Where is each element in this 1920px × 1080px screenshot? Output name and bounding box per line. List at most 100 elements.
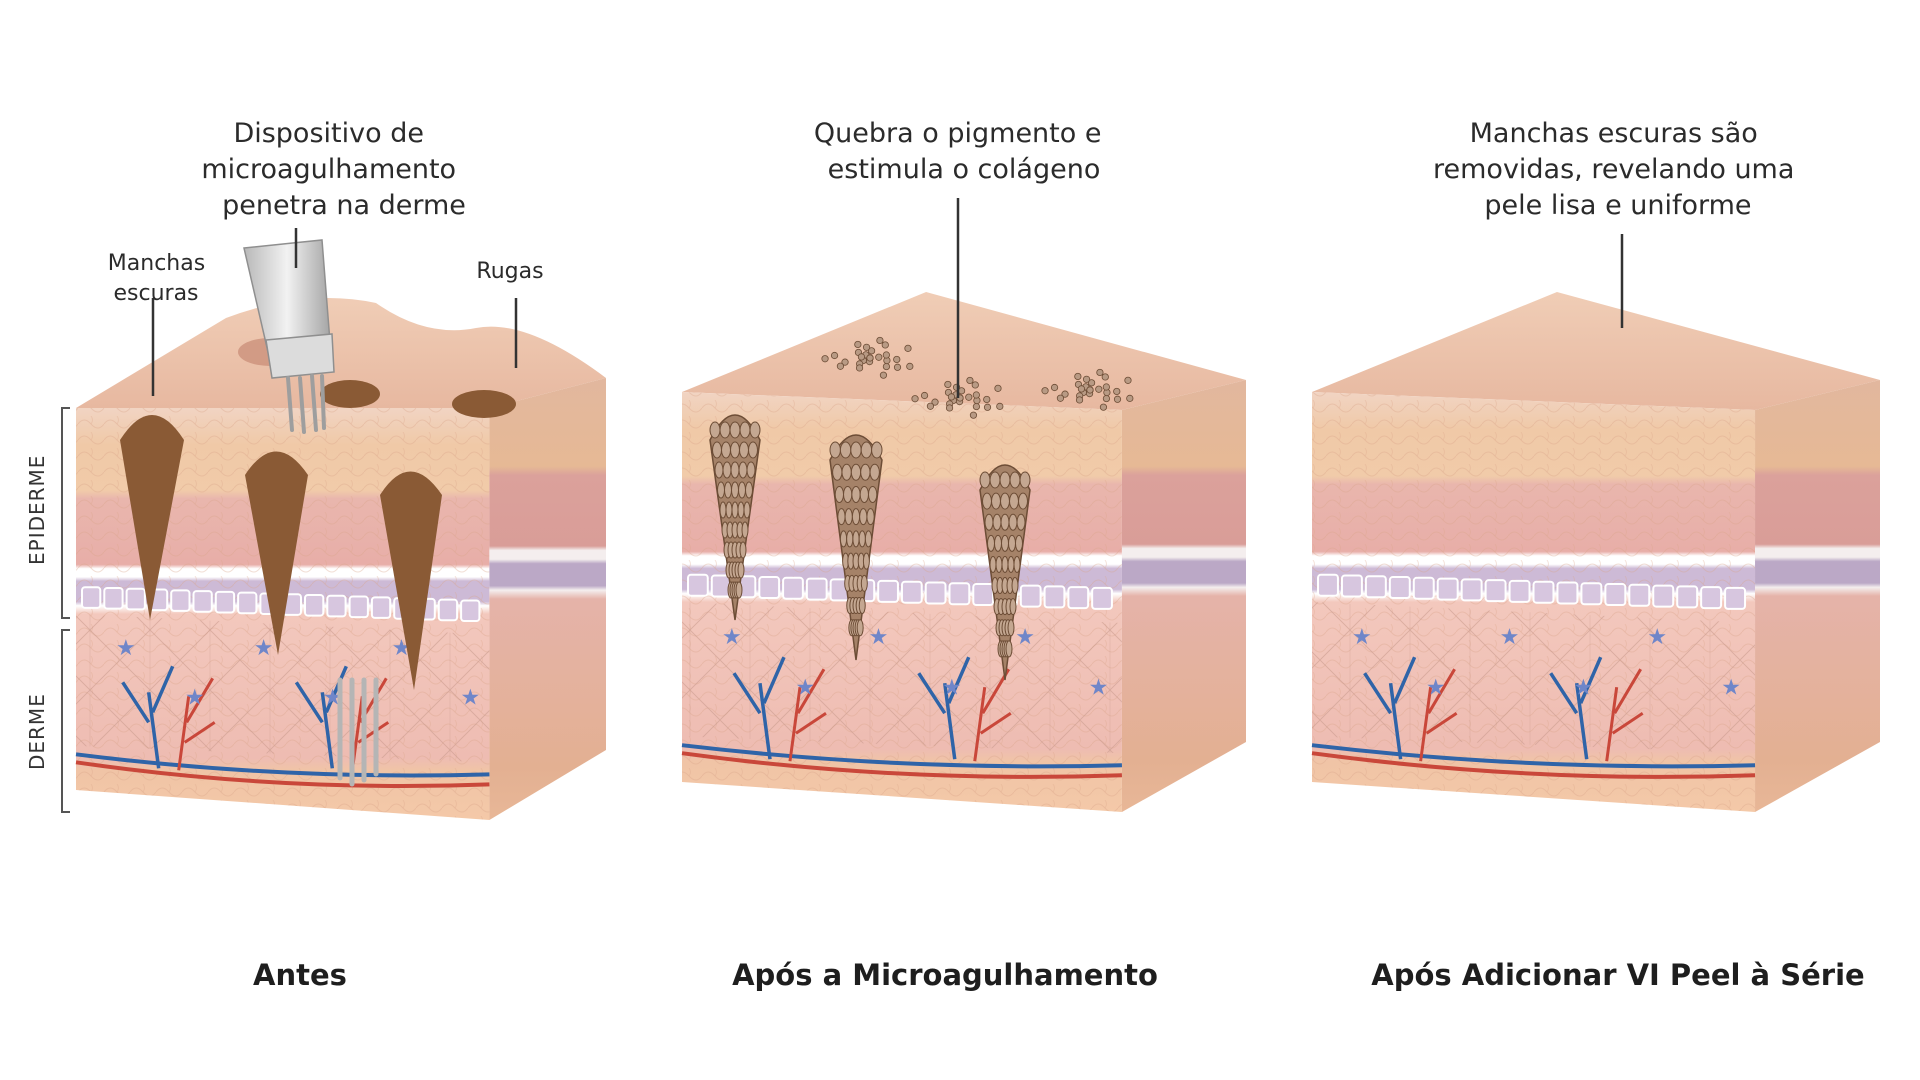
surface-pigment-fragment bbox=[841, 358, 849, 366]
artery-branch bbox=[1419, 668, 1458, 762]
vein-branch bbox=[732, 656, 786, 760]
pigment-fragment bbox=[738, 481, 746, 499]
surface-pigment-fragment bbox=[875, 353, 883, 361]
pigment-fragment bbox=[839, 530, 848, 548]
pigment-fragment bbox=[858, 597, 866, 615]
surface-pigment-fragment bbox=[983, 403, 992, 411]
basal-cell bbox=[1317, 573, 1339, 597]
basal-cell bbox=[1484, 579, 1507, 603]
pigment-fragment bbox=[730, 461, 740, 479]
basal-cell bbox=[948, 582, 971, 606]
basal-cell bbox=[192, 590, 213, 613]
skin-block-3: ★★★★★★ bbox=[1311, 292, 1880, 812]
artery-branch bbox=[1605, 668, 1644, 762]
pigment-fragment bbox=[846, 530, 854, 548]
surface-pigment-fragment bbox=[879, 371, 888, 379]
pigment-fragment bbox=[834, 485, 845, 503]
caption-after-vi-peel: Após Adicionar VI Peel à Série bbox=[1371, 958, 1864, 992]
basal-cell bbox=[304, 593, 325, 617]
surface-pigment-fragment bbox=[836, 362, 845, 370]
surface-pigment-fragment bbox=[945, 404, 954, 412]
surface-pigment-fragment bbox=[1082, 375, 1091, 383]
basal-cell bbox=[687, 573, 709, 597]
basal-cell bbox=[348, 595, 369, 619]
pigment-fragment bbox=[1019, 471, 1031, 489]
pigment-fragment bbox=[989, 555, 997, 573]
pigment-fragment bbox=[1007, 619, 1015, 637]
basal-cell bbox=[972, 583, 995, 607]
surface-pigment-fragment bbox=[830, 351, 839, 360]
spots-callout: Manchas escuras bbox=[108, 251, 212, 306]
pigment-fragment bbox=[1008, 534, 1016, 552]
panel-1-details bbox=[120, 239, 516, 787]
pigment-fragment bbox=[850, 463, 862, 481]
pigment-fragment bbox=[1000, 492, 1010, 510]
device-callout-line: microagulhamento bbox=[201, 154, 456, 185]
pigment-fragment bbox=[994, 534, 1002, 552]
artery bbox=[1311, 751, 1756, 779]
vein bbox=[75, 752, 490, 778]
pigment-deposit bbox=[120, 415, 184, 620]
pigment-fragment bbox=[867, 485, 878, 503]
surface-pigment-fragment bbox=[855, 364, 864, 372]
pigment-fragment bbox=[860, 463, 871, 481]
pigment-fragment bbox=[737, 561, 745, 579]
pigment-fragment bbox=[739, 541, 747, 559]
result-callout-line: Manchas escuras são bbox=[1470, 118, 1758, 149]
pigment-fragment bbox=[1009, 598, 1017, 616]
pigment-fragment bbox=[1009, 471, 1021, 489]
surface-pigment-fragment bbox=[1113, 395, 1122, 403]
pigment-deposit bbox=[245, 451, 308, 655]
surface-pigment-fragment bbox=[972, 391, 980, 399]
pigment-fragment bbox=[850, 441, 862, 459]
pigment-fragment bbox=[737, 501, 745, 519]
pigment-fragment bbox=[852, 530, 860, 548]
pigment-fragment bbox=[712, 441, 722, 459]
basal-cell bbox=[81, 586, 102, 609]
result-callout-line: removidas, revelando uma bbox=[1433, 154, 1794, 185]
result-callout: Manchas escuras são removidas, revelando… bbox=[1433, 118, 1803, 221]
surface-pigment-fragment bbox=[944, 380, 952, 389]
pigment-fragment bbox=[860, 441, 873, 459]
basal-cell bbox=[1091, 586, 1113, 610]
pigment-fragment bbox=[719, 501, 727, 519]
pigment-fragment bbox=[1015, 534, 1023, 552]
pigment-callout: Quebra o pigmento e estimula o colágeno bbox=[814, 118, 1110, 185]
surface-pigment-fragment bbox=[906, 362, 914, 370]
skin-side-face bbox=[1121, 380, 1246, 812]
pigment-fragment bbox=[991, 492, 1001, 510]
dermis-fibers bbox=[76, 614, 490, 763]
callout-lines bbox=[151, 198, 1624, 398]
surface-pigment-fragment bbox=[1061, 390, 1069, 398]
pigment-fragment bbox=[869, 463, 880, 481]
basal-cell bbox=[170, 589, 191, 612]
surface-pigment-fragment bbox=[1101, 373, 1109, 381]
wrinkles-callout-line: Rugas bbox=[476, 259, 543, 284]
device-callout: Dispositivo de microagulhamento penetra … bbox=[201, 118, 466, 221]
pigment-fragment bbox=[1011, 577, 1019, 595]
basal-cell bbox=[237, 591, 258, 615]
pigment-deposit bbox=[380, 471, 442, 690]
pigment-fragment bbox=[987, 534, 995, 552]
surface-pigment-fragment bbox=[1102, 383, 1110, 391]
caption-before: Antes bbox=[253, 958, 347, 992]
pigment-callout-line: estimula o colágeno bbox=[828, 154, 1101, 185]
vein-branch bbox=[121, 665, 175, 769]
pigment-fragment bbox=[979, 471, 991, 489]
pigment-fragment bbox=[832, 463, 843, 481]
surface-pigment-fragment bbox=[1050, 383, 1059, 392]
dermis-fibers bbox=[1312, 602, 1756, 754]
pigment-fragment bbox=[739, 441, 749, 459]
pigment-fragment bbox=[851, 508, 861, 526]
wrinkles-callout: Rugas bbox=[476, 259, 543, 284]
derme-label: DERME bbox=[25, 693, 49, 770]
surface-pigment-fragment bbox=[1124, 376, 1132, 384]
result-callout-line: pele lisa e uniforme bbox=[1484, 190, 1751, 221]
device-callout-line: penetra na derme bbox=[222, 190, 466, 221]
pigment-fragment bbox=[839, 441, 852, 459]
pigment-fragment bbox=[843, 485, 853, 503]
artery bbox=[75, 760, 490, 788]
surface-pigment-fragment bbox=[1077, 385, 1086, 393]
surface-pigment-fragment bbox=[1087, 379, 1096, 387]
